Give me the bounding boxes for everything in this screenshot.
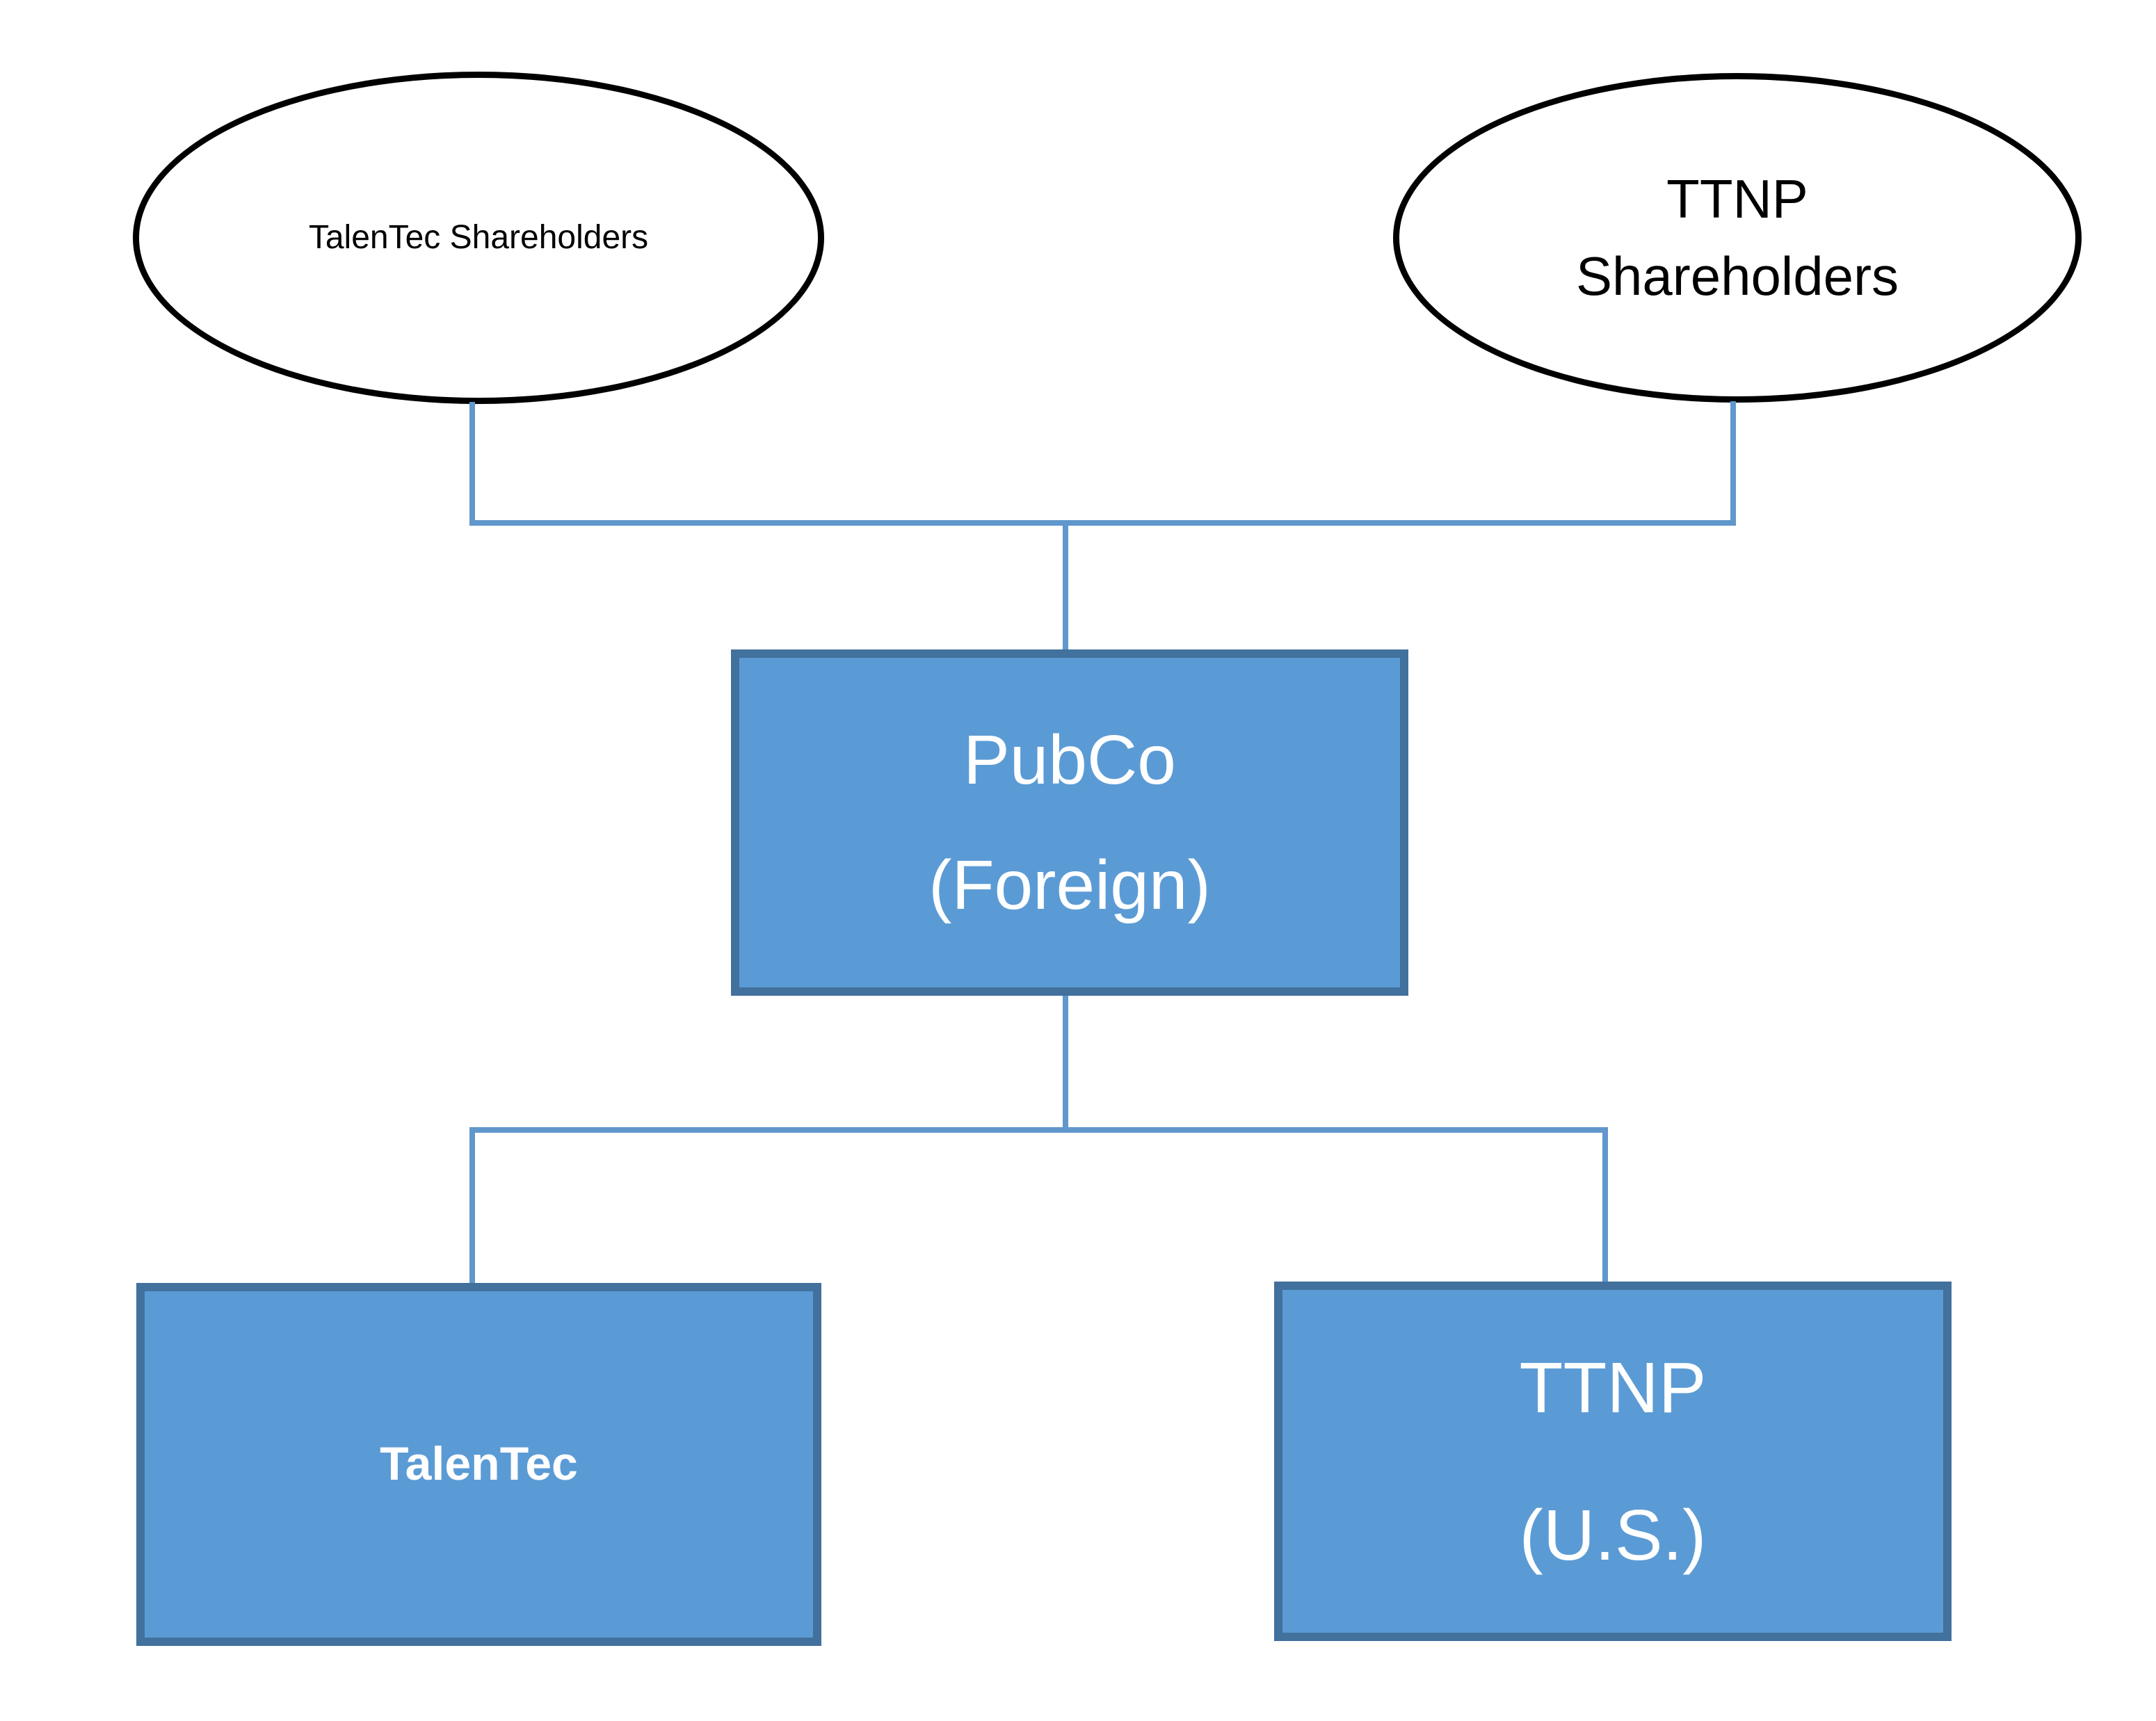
ttnp-us-line1: TTNP [1519,1348,1707,1428]
connector-pubco-down [1063,996,1068,1130]
node-ttnp-us: TTNP (U.S.) [1274,1282,1952,1641]
pubco-label: PubCo (Foreign) [928,697,1211,948]
connector-ttnp-shareholders-down [1730,401,1736,526]
connector-upper-horizontal [469,520,1736,526]
connector-upper-to-pubco [1063,526,1068,649]
ttnp-shareholders-label: TTNP Shareholders [1576,161,1899,315]
node-talentec: TalenTec [136,1283,821,1646]
pubco-line2: (Foreign) [928,846,1211,924]
connector-down-to-talentec [469,1133,475,1283]
ttnp-us-label: TTNP (U.S.) [1520,1314,1707,1608]
connector-talentec-shareholders-down [469,402,475,526]
connector-down-to-ttnp [1602,1133,1608,1282]
connector-lower-horizontal [469,1127,1608,1133]
node-talentec-shareholders: TalenTec Shareholders [133,72,824,404]
ttnp-shareholders-line2: Shareholders [1576,245,1899,307]
talentec-label: TalenTec [380,1437,578,1491]
node-ttnp-shareholders: TTNP Shareholders [1393,73,2082,403]
node-pubco: PubCo (Foreign) [731,649,1408,996]
pubco-line1: PubCo [963,721,1176,799]
ttnp-shareholders-line1: TTNP [1666,168,1808,230]
talentec-shareholders-label: TalenTec Shareholders [308,219,649,257]
ttnp-us-line2: (U.S.) [1519,1494,1707,1575]
